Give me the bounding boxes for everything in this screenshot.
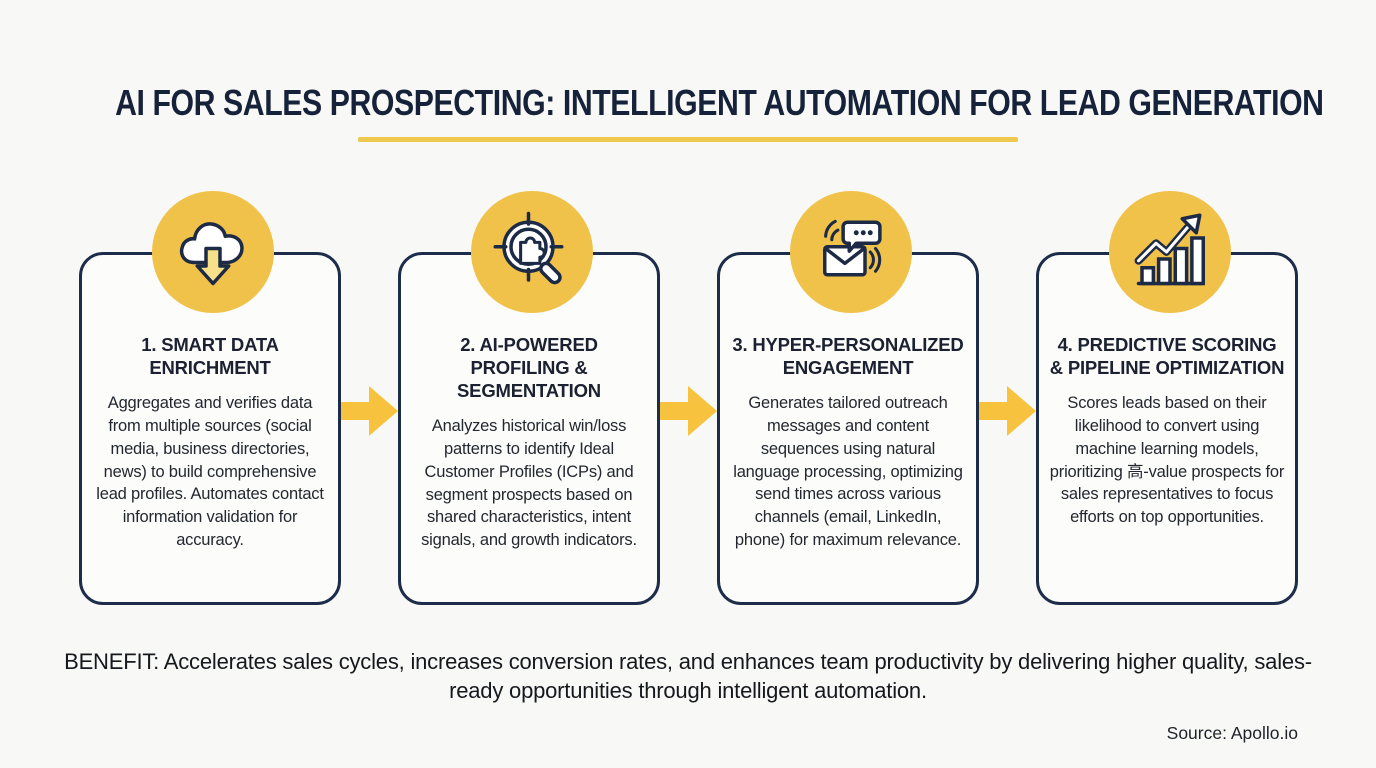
step-card-2: 2. AI-POWERED PROFILING & SEGMENTATION A…	[398, 191, 660, 605]
step-card-3: 3. HYPER-PERSONALIZED ENGAGEMENT Generat…	[717, 191, 979, 605]
step-3-title: 3. HYPER-PERSONALIZED ENGAGEMENT	[732, 334, 964, 379]
step-card-1: 1. SMART DATA ENRICHMENT Aggregates and …	[79, 191, 341, 605]
step-2-icon-badge	[471, 191, 593, 313]
step-2-description: Analyzes historical win/loss patterns to…	[421, 417, 637, 550]
flow-arrow-3	[979, 384, 1036, 438]
page-title: AI FOR SALES PROSPECTING: INTELLIGENT AU…	[0, 82, 1376, 124]
step-4-description: Scores leads based on their likelihood t…	[1049, 394, 1285, 527]
step-1-icon-badge	[152, 191, 274, 313]
flow-arrow-2	[660, 384, 717, 438]
step-3-icon-badge	[790, 191, 912, 313]
target-search-icon	[493, 211, 564, 285]
flow-arrow-1	[341, 384, 398, 438]
process-flow: 1. SMART DATA ENRICHMENT Aggregates and …	[79, 191, 1298, 605]
message-outreach-icon	[823, 219, 882, 277]
source-attribution: Source: Apollo.io	[1166, 723, 1298, 743]
step-4-title: 4. PREDICTIVE SCORING & PIPELINE OPTIMIZ…	[1049, 334, 1285, 379]
step-4-icon-badge	[1109, 191, 1231, 313]
growth-chart-icon	[1134, 213, 1205, 286]
step-2-title: 2. AI-POWERED PROFILING & SEGMENTATION	[457, 334, 601, 402]
right-arrow-icon	[979, 386, 1036, 436]
step-1-description: Aggregates and verifies data from multip…	[96, 394, 324, 549]
right-arrow-icon	[660, 386, 717, 436]
benefit-statement: BENEFIT: Accelerates sales cycles, incre…	[64, 649, 1312, 704]
cloud-download-icon	[179, 222, 244, 286]
title-underline	[358, 137, 1018, 142]
right-arrow-icon	[341, 386, 398, 436]
step-3-description: Generates tailored outreach messages and…	[733, 394, 963, 549]
page-title-text: AI FOR SALES PROSPECTING: INTELLIGENT AU…	[115, 82, 1324, 123]
step-1-title: 1. SMART DATA ENRICHMENT	[141, 334, 279, 379]
step-card-4: 4. PREDICTIVE SCORING & PIPELINE OPTIMIZ…	[1036, 191, 1298, 605]
